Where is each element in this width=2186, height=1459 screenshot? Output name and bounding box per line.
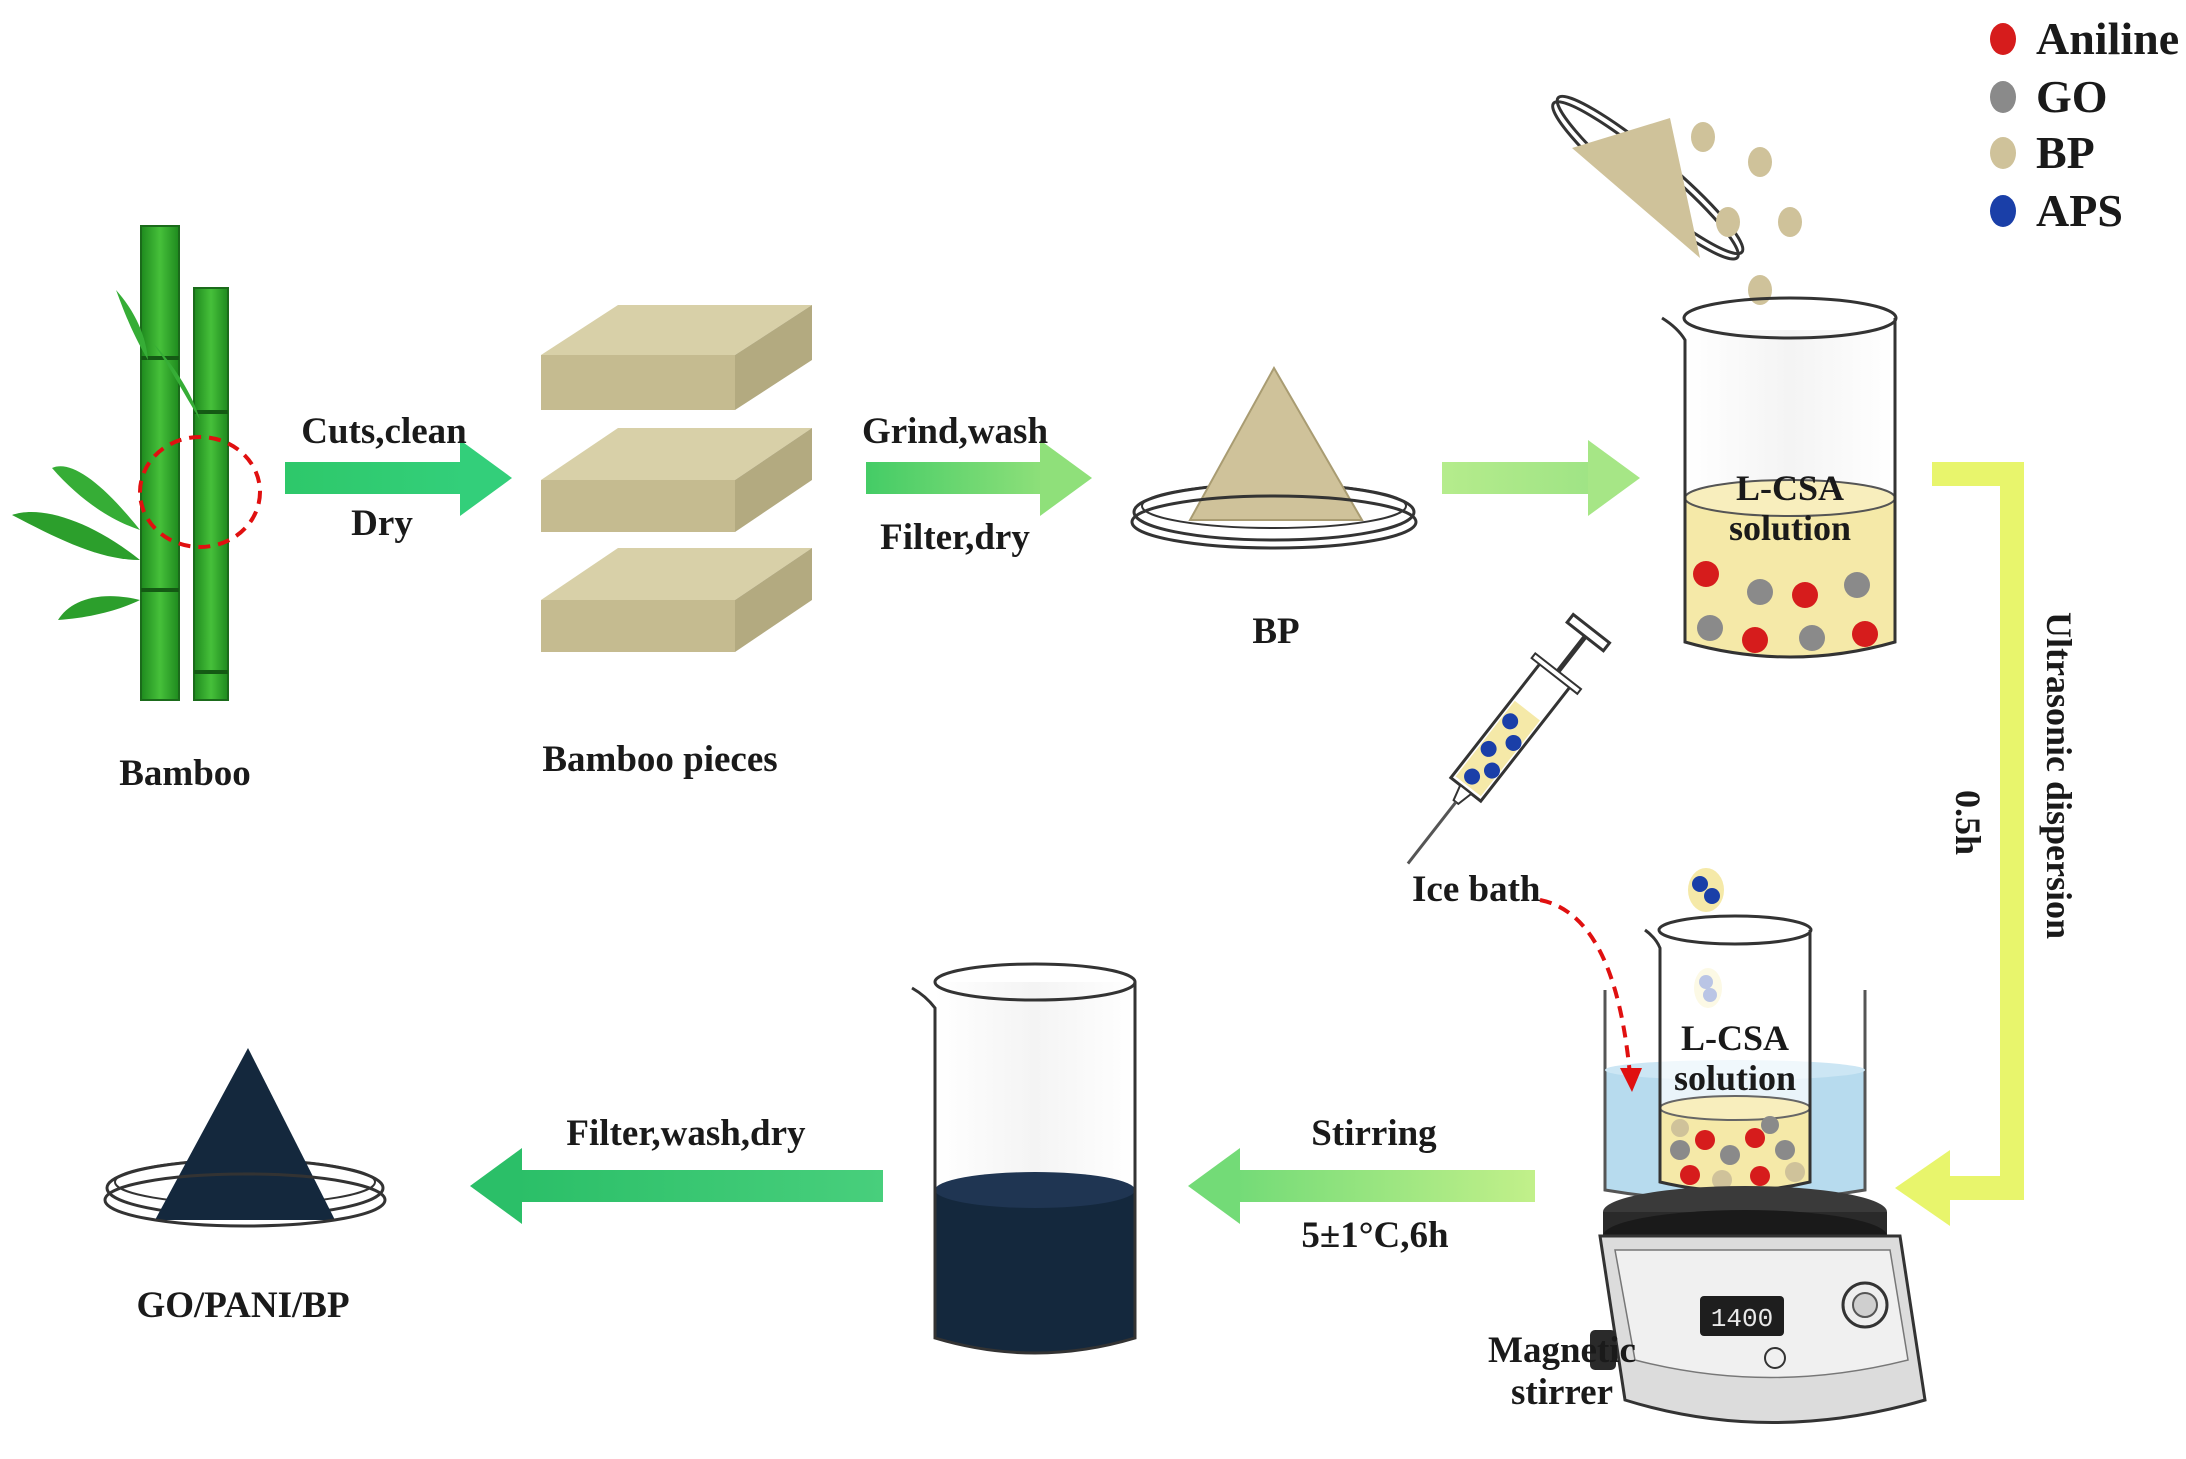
top-beaker-line1: L-CSA [1735,468,1845,508]
top-beaker-line2: solution [1728,508,1852,548]
arrow-stirring [1188,1148,1535,1224]
step-stirring: Stirring [1311,1113,1437,1154]
step-temp-time: 5±1°C,6h [1301,1215,1449,1256]
bamboo-pieces-label: Bamboo pieces [542,739,778,780]
bottom-beaker-label: L-CSA solution [1674,1018,1796,1098]
top-beaker-particles [1693,561,1878,653]
step-filter-wash-dry: Filter,wash,dry [566,1113,806,1154]
go-dot-icon [1990,80,2016,113]
falling-bp-particles [1691,122,1802,305]
stirrer-display: 1400 [1711,1304,1773,1334]
magnetic-stirrer-label: Magnetic stirrer [1488,1330,1636,1414]
legend-label: GO [2036,71,2108,122]
ultrasonic-label: Ultrasonic dispersion [2039,612,2079,940]
arrow-grind-wash [866,440,1092,516]
bamboo-pieces-illustration [541,305,812,652]
legend-item-go: GO [1990,70,2108,123]
step-grind-wash: Grind,wash [861,411,1049,452]
pouring-dish [1551,94,1745,261]
legend-label: APS [2036,185,2123,236]
bottom-beaker-line2: solution [1673,1058,1797,1098]
legend-label: Aniline [2036,13,2180,64]
product-dish [103,1048,387,1228]
bp-powder-dish [1130,365,1418,550]
aps-dot-icon [1990,194,2016,227]
ice-bath-label: Ice bath [1412,869,1541,910]
bp-label: BP [1252,611,1300,652]
legend-item-aniline: Aniline [1990,12,2179,65]
magnetic-label-line2: stirrer [1510,1372,1614,1413]
duration-label: 0.5h [1948,790,1988,856]
step-filter-dry: Filter,dry [880,517,1030,558]
ice-bath-pointer [1539,898,1642,1092]
syringe [1406,612,1612,865]
bottom-right-beaker [1644,914,1813,1193]
legend-item-aps: APS [1990,184,2123,237]
bamboo-label: Bamboo [119,753,251,794]
product-beaker [911,962,1137,1355]
product-label: GO/PANI/BP [136,1285,350,1326]
arrow-ultrasonic [1895,462,2024,1226]
magnetic-stirrer: 1400 [1590,1186,1927,1424]
legend-label: BP [2036,127,2095,178]
step-cuts-clean: Cuts,clean [301,411,467,452]
legend-item-bp: BP [1990,126,2095,179]
arrow-filter-wash-dry [470,1148,883,1224]
step-dry: Dry [351,503,413,544]
top-beaker-label: L-CSA solution [1729,468,1851,548]
aniline-dot-icon [1990,22,2016,55]
arrow-to-beaker [1442,440,1640,516]
arrow-cuts-clean [285,440,512,516]
bamboo-illustration [12,225,262,701]
bottom-beaker-line1: L-CSA [1680,1018,1790,1058]
magnetic-label-line1: Magnetic [1488,1330,1636,1371]
top-beaker [1661,296,1898,659]
bp-dot-icon [1990,136,2016,169]
